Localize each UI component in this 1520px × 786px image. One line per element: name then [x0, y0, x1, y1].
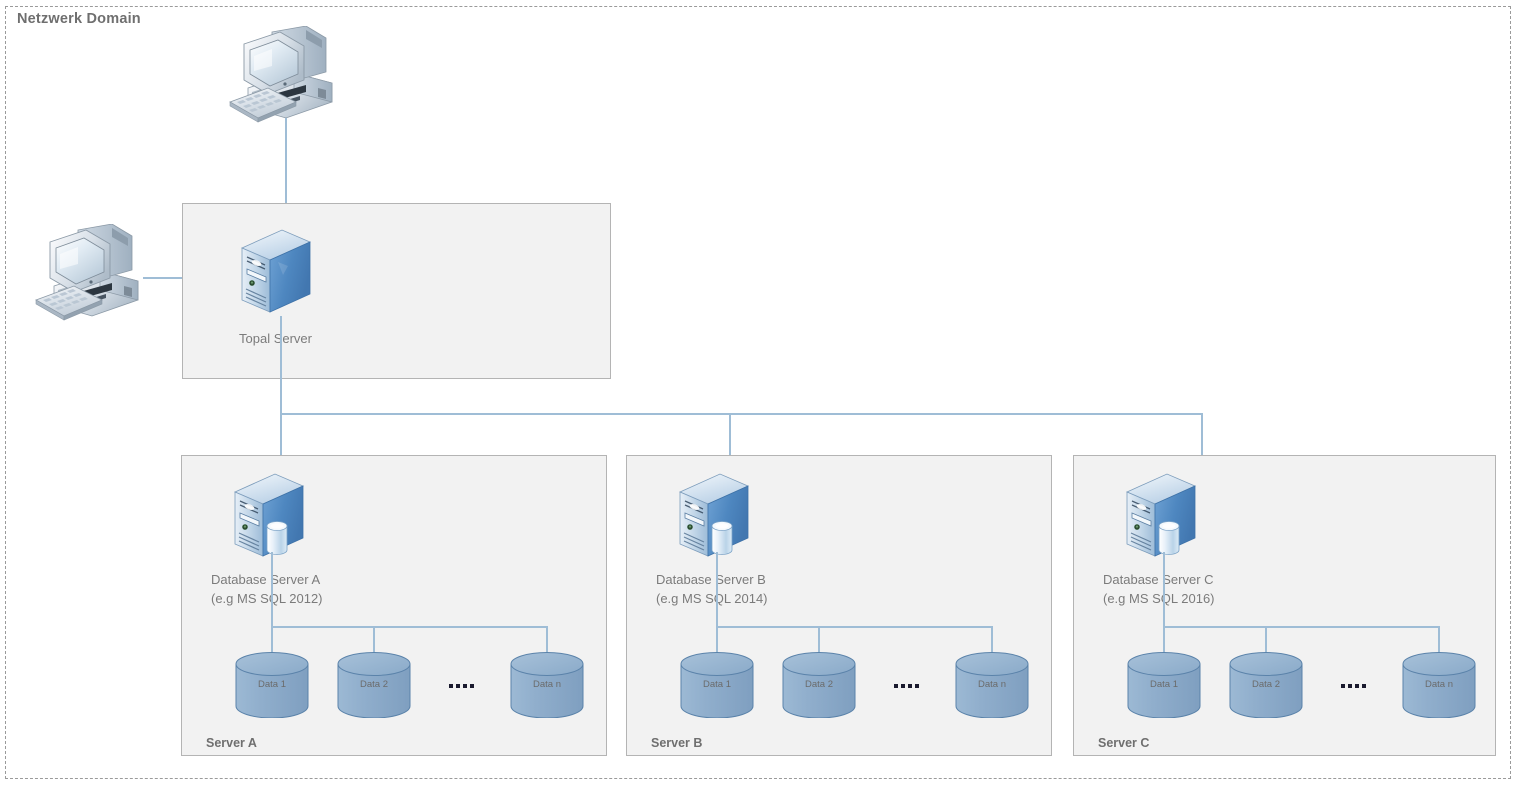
database-cylinder[interactable]	[781, 652, 857, 719]
database-cylinder[interactable]	[234, 652, 310, 719]
server-group-a-label: Server A	[206, 736, 257, 750]
distribution-bus	[280, 413, 1202, 415]
db-server-note: (e.g MS SQL 2012)	[211, 591, 323, 606]
database-server-c-label: Database Server C (e.g MS SQL 2016)	[1103, 570, 1215, 608]
connector-dba-down	[271, 552, 273, 675]
db-server-name: Database Server A	[211, 572, 321, 587]
database-cylinder[interactable]	[1228, 652, 1304, 719]
domain-title: Netzwerk Domain	[17, 11, 141, 27]
ellipsis-dots	[449, 684, 474, 688]
connector-dba-to-datan	[546, 626, 548, 662]
connector-bus-to-server-b	[729, 413, 731, 456]
ellipsis-dots	[894, 684, 919, 688]
topal-server-label: Topal Server	[239, 331, 312, 346]
db-server-note: (e.g MS SQL 2014)	[656, 591, 768, 606]
database-cylinder[interactable]	[509, 652, 585, 719]
database-server-icon	[1123, 470, 1207, 562]
connector-dbc-to-data2	[1265, 626, 1267, 662]
connector-dbb-to-data2	[818, 626, 820, 662]
connector-topal-to-bus	[280, 316, 282, 414]
connector-bus-to-server-c	[1201, 413, 1203, 456]
computer-icon	[228, 25, 346, 124]
database-cylinder[interactable]	[1126, 652, 1202, 719]
connector-dbc-to-datan	[1438, 626, 1440, 662]
ellipsis-dots	[1341, 684, 1366, 688]
connector-dba-to-data2	[373, 626, 375, 662]
network-domain-boundary	[5, 6, 1511, 779]
server-group-b-label: Server B	[651, 736, 703, 750]
connector-dba-bus	[271, 626, 547, 628]
database-cylinder[interactable]	[954, 652, 1030, 719]
database-cylinder[interactable]	[679, 652, 755, 719]
connector-dbb-bus	[716, 626, 992, 628]
database-server-a-label: Database Server A (e.g MS SQL 2012)	[211, 570, 323, 608]
connector-dbc-bus	[1163, 626, 1439, 628]
database-cylinder[interactable]	[1401, 652, 1477, 719]
connector-dbb-down	[716, 552, 718, 675]
connector-top-client-to-topal	[285, 118, 287, 266]
connector-bus-to-server-a	[280, 413, 282, 456]
db-server-name: Database Server C	[1103, 572, 1214, 587]
database-server-icon	[676, 470, 760, 562]
database-server-icon	[231, 470, 315, 562]
connector-dbb-to-datan	[991, 626, 993, 662]
db-server-name: Database Server B	[656, 572, 766, 587]
database-server-b-label: Database Server B (e.g MS SQL 2014)	[656, 570, 768, 608]
db-server-note: (e.g MS SQL 2016)	[1103, 591, 1215, 606]
computer-icon	[34, 223, 152, 322]
connector-dbc-down	[1163, 552, 1165, 675]
server-group-c-label: Server C	[1098, 736, 1150, 750]
database-cylinder[interactable]	[336, 652, 412, 719]
server-tower-icon	[236, 226, 316, 316]
